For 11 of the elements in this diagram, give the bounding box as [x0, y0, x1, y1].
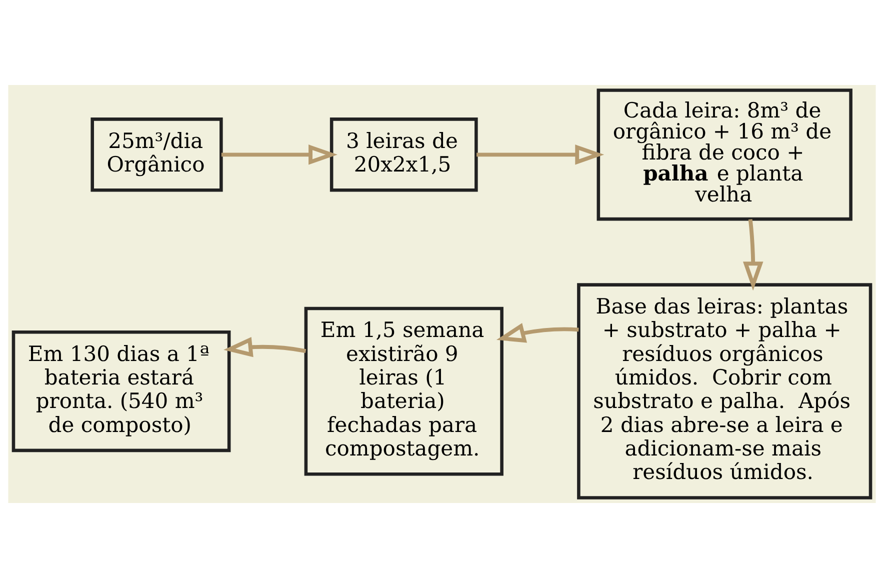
arrow — [476, 144, 604, 164]
arrow — [224, 336, 306, 357]
node-box: 25m³/dia Orgânico — [90, 117, 223, 192]
arrow — [496, 322, 579, 342]
node-box: Em 130 dias a 1ª bateria estará pronta. (540 m³ de composto) — [12, 330, 231, 452]
node-box: Cada leira: 8m³ de orgânico + 16 m³ de fibra de coco + palha e planta velha — [596, 88, 852, 220]
arrow — [221, 144, 338, 164]
node-box: Em 1,5 semana existirão 9 leiras (1 bateria) fechadas para compostagem. — [304, 306, 504, 476]
node-box: 3 leiras de 20x2x1,5 — [330, 117, 478, 192]
node-box: Base das leiras: plantas + substrato + palha + resíduos orgânicos úmidos. Cobrir com substrato e palha. Após 2 dias abre-se a leira e adicionam-se mais resíduos úmidos. — [577, 282, 872, 499]
arrow — [742, 218, 764, 290]
